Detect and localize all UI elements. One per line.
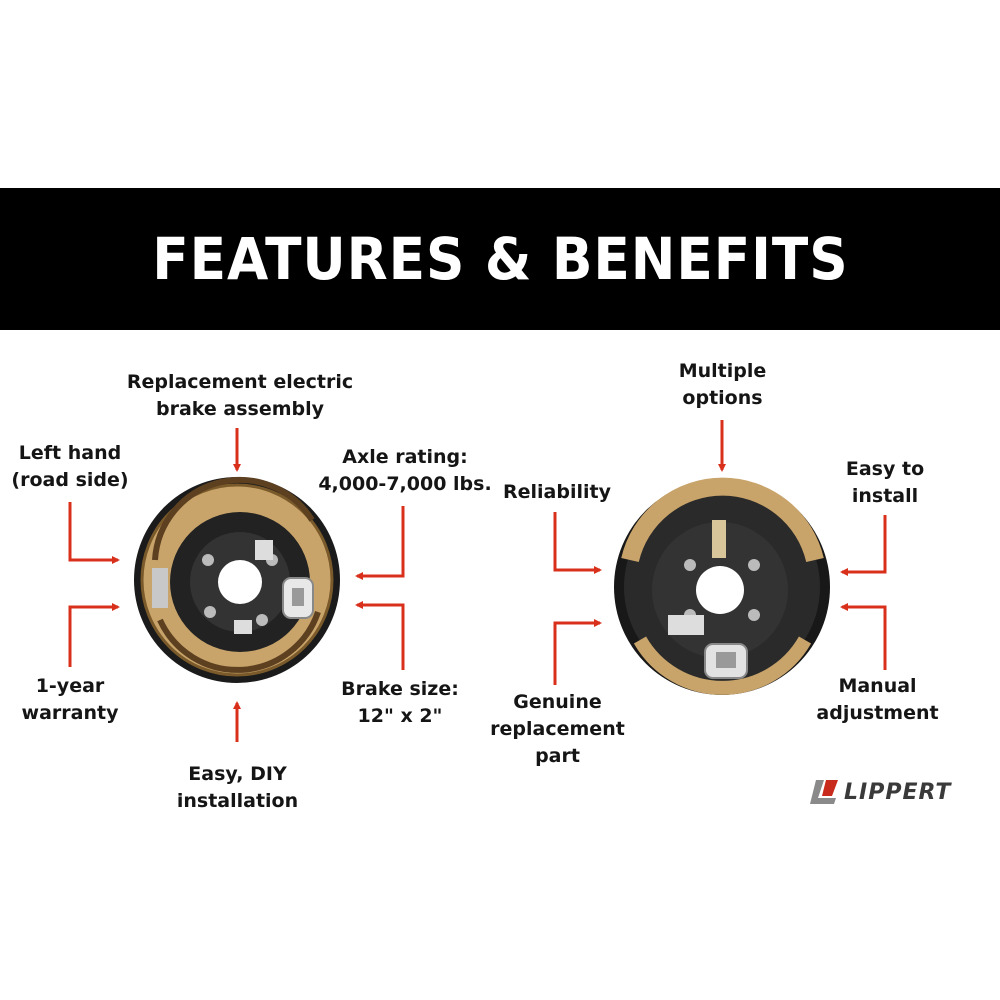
left-brake-image	[134, 476, 340, 683]
label-brake-size: Brake size: 12" x 2"	[330, 676, 470, 730]
label-line: part	[535, 745, 580, 767]
label-line: 12" x 2"	[357, 705, 443, 727]
label-line: Brake size:	[341, 678, 459, 700]
label-line: warranty	[21, 702, 119, 724]
label-easy-install: Easy to install	[820, 456, 950, 510]
label-multiple-options: Multiple options	[655, 358, 790, 412]
label-line: 1-year	[35, 675, 105, 697]
arrow-reliability	[553, 512, 602, 574]
label-line: Axle rating:	[342, 446, 468, 468]
lippert-logo-icon	[810, 780, 838, 804]
label-line: Genuine	[513, 691, 602, 713]
label-line: brake assembly	[155, 398, 325, 420]
label-line: Left hand	[18, 442, 122, 464]
label-replacement-electric: Replacement electric brake assembly	[110, 369, 370, 423]
label-line: Multiple	[678, 360, 767, 382]
arrow-axle-rating	[355, 506, 405, 580]
label-axle-rating: Axle rating: 4,000-7,000 lbs.	[305, 444, 505, 498]
label-warranty: 1-year warranty	[5, 673, 135, 727]
label-line: Easy to	[845, 458, 925, 480]
label-line: Reliability	[503, 481, 611, 503]
features-banner: FEATURES & BENEFITS	[0, 188, 1000, 330]
label-easy-diy: Easy, DIY installation	[150, 761, 325, 815]
arrow-genuine-part	[553, 619, 602, 685]
left-arrows	[68, 428, 405, 742]
right-arrows	[553, 420, 887, 685]
label-line: Easy, DIY	[188, 763, 287, 785]
label-genuine-part: Genuine replacement part	[480, 689, 635, 770]
label-line: installation	[176, 790, 299, 812]
label-line: options	[682, 387, 763, 409]
label-manual-adjustment: Manual adjustment	[795, 673, 960, 727]
label-left-hand: Left hand (road side)	[0, 440, 140, 494]
label-line: Manual	[838, 675, 917, 697]
lippert-logo: LIPPERT	[808, 776, 983, 808]
label-line: replacement	[490, 718, 625, 740]
right-brake-image	[614, 477, 830, 695]
arrow-easy-install	[840, 515, 887, 576]
arrow-manual-adjustment	[840, 603, 887, 670]
arrow-brake-size	[355, 601, 405, 670]
label-line: 4,000-7,000 lbs.	[318, 473, 492, 495]
label-line: (road side)	[11, 469, 129, 491]
label-line: install	[851, 485, 919, 507]
label-reliability: Reliability	[492, 479, 622, 506]
lippert-logo-text: LIPPERT	[844, 779, 952, 805]
banner-title: FEATURES & BENEFITS	[151, 225, 849, 293]
arrow-warranty	[68, 603, 120, 667]
label-line: Replacement electric	[126, 371, 354, 393]
label-line: adjustment	[816, 702, 939, 724]
arrow-left-hand	[68, 502, 120, 564]
